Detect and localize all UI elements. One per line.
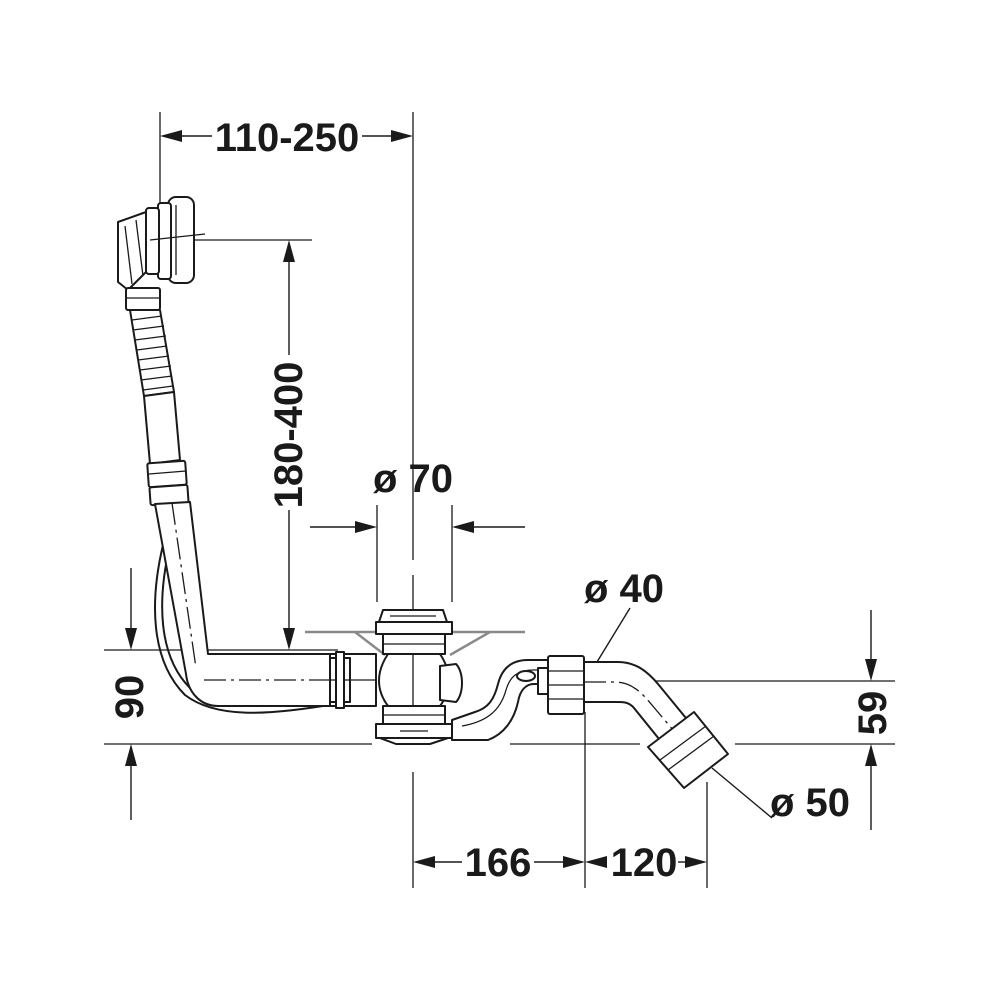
arrowhead: [452, 521, 474, 533]
dim-distance-center: 166: [465, 841, 532, 885]
arrowhead: [563, 856, 585, 868]
dimension-labels: 110-250 180-400 ø 70 ø 40 ø 50 90 59 166…: [108, 116, 895, 885]
arrowhead: [283, 628, 295, 650]
arrowhead: [391, 130, 413, 142]
dim-drain-diameter: ø 70: [373, 457, 453, 501]
dim-height-right: 59: [851, 691, 895, 736]
arrowhead: [865, 744, 877, 766]
dim-height-left: 90: [108, 675, 152, 720]
trap-connection: [451, 659, 553, 741]
dim-vertical-range: 180-400: [267, 362, 311, 509]
arrowhead: [413, 856, 435, 868]
dim-waste-diameter: ø 50: [770, 781, 850, 825]
dim-distance-outlet: 120: [611, 841, 678, 885]
arrowhead: [125, 628, 137, 650]
extension-lines: [104, 112, 895, 888]
arrowhead: [125, 744, 137, 766]
dim-outlet-diameter: ø 40: [584, 567, 664, 611]
dim-horizontal-range: 110-250: [215, 116, 360, 160]
arrowhead: [160, 130, 182, 142]
overflow-head: [117, 196, 206, 311]
arrowhead: [865, 659, 877, 681]
arrowhead: [685, 856, 707, 868]
overflow-pipe: [154, 501, 377, 709]
arrowhead: [585, 856, 607, 868]
dimension-lines: [125, 130, 877, 868]
arrowhead: [355, 521, 377, 533]
arrowhead: [283, 240, 295, 262]
corrugated-hose: [129, 309, 190, 507]
drain-valve: [375, 609, 463, 745]
outlet-elbow: [547, 655, 729, 789]
